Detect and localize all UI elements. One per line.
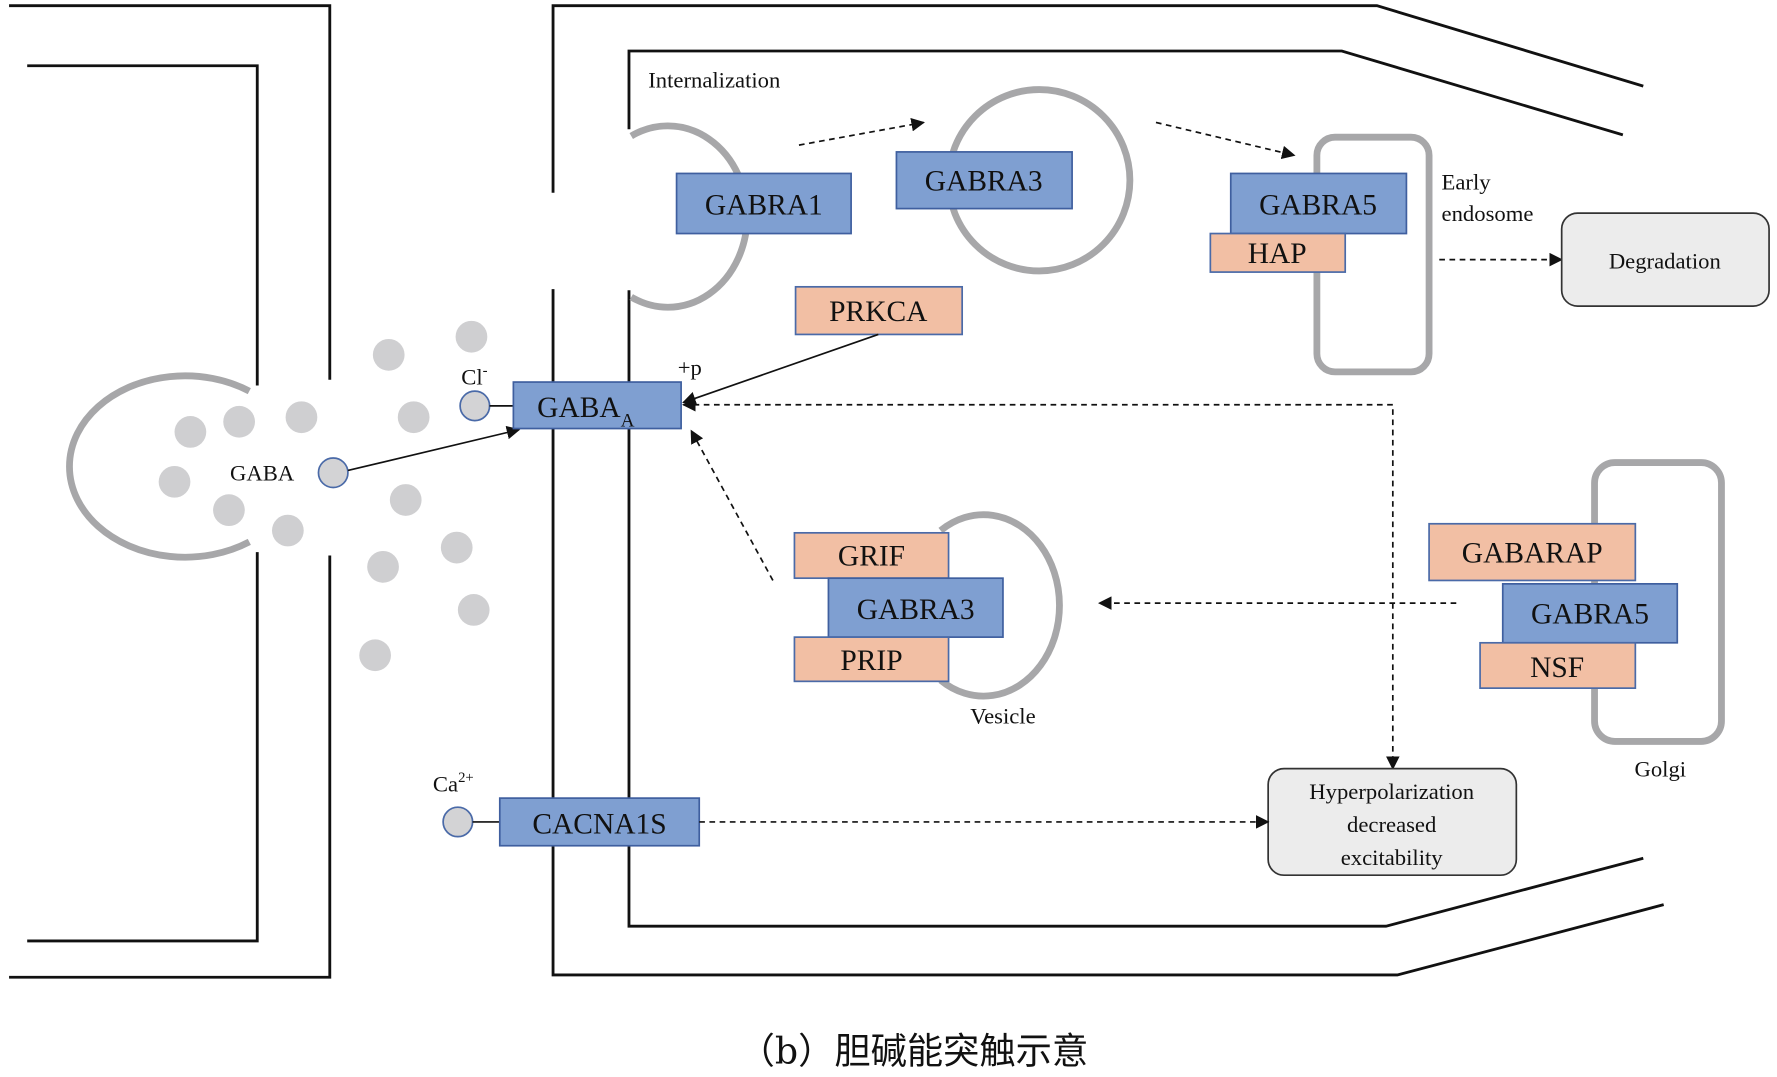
prkca-to-gabaa-arrow (682, 333, 879, 405)
presynaptic-outer-membrane-lower (9, 555, 332, 979)
gaba-dot (372, 338, 405, 371)
degradation-label: Degradation (1609, 249, 1721, 274)
vesicle-to-gabaa-arrow (690, 429, 774, 581)
cacna1s-label: CACNA1S (532, 808, 666, 840)
gabra5-endosome-node[interactable]: GABRA5 (1229, 172, 1408, 235)
gaba-label: GABA (230, 461, 295, 486)
vesicle-label: Vesicle (970, 703, 1035, 728)
gabra5-golgi-box (1501, 582, 1679, 644)
gaba-dot (285, 401, 318, 434)
gaba-dot (223, 405, 255, 438)
grif-label: GRIF (838, 541, 905, 573)
gabaa-receptor-box (512, 381, 682, 430)
hyperpolarization-label-3: excitability (1341, 845, 1444, 870)
prkca-label: PRKCA (829, 296, 928, 328)
presynaptic-cell (9, 4, 332, 979)
prip-label: PRIP (840, 645, 902, 677)
gaba-dot (455, 320, 488, 353)
prip-node[interactable]: PRIP (793, 636, 950, 683)
grif-box (793, 531, 950, 580)
chloride-label: Cl- (461, 363, 487, 389)
gabarap-node[interactable]: GABARAP (1428, 522, 1637, 582)
gaba-dot (367, 550, 399, 583)
presynaptic-inner-membrane (27, 64, 259, 386)
degradation-outcome[interactable]: Degradation (1560, 212, 1770, 307)
presynaptic-vesicle-membrane (66, 372, 251, 561)
gabra3-label: GABRA3 (925, 165, 1043, 197)
gabra5-endosome-box (1229, 172, 1408, 235)
gabaa-to-hyperpolarization-arrow (682, 397, 1400, 770)
postsynaptic-inner-membrane-bottom (627, 290, 1644, 928)
gaba-dot (359, 639, 391, 672)
gabra5-golgi-node[interactable]: GABRA5 (1501, 582, 1679, 644)
gabra1-label: GABRA1 (705, 189, 823, 221)
prkca-node[interactable]: PRKCA (794, 285, 964, 336)
figure-caption: （b）胆碱能突触示意 (739, 1029, 1089, 1072)
gaba-dot (397, 401, 430, 434)
gabra3-vesicle-box (827, 577, 1004, 638)
hap-node[interactable]: HAP (1209, 232, 1347, 273)
gabra1-to-gabra3-arrow (798, 117, 925, 146)
gaba-dot (174, 416, 207, 448)
gaba-dot (158, 465, 191, 498)
postsynaptic-outer-membrane-bottom (551, 289, 1665, 977)
gaba-dot (457, 594, 490, 626)
gaba-dot (440, 531, 473, 564)
nsf-box (1479, 641, 1637, 689)
phosphorylation-label: +p (678, 355, 702, 380)
gabra3-box (895, 151, 1073, 210)
cacna1s-node[interactable]: CACNA1S (498, 797, 701, 847)
hyperpolarization-outcome[interactable]: Hyperpolarization decreased excitability (1267, 767, 1518, 877)
gabarap-box (1428, 522, 1637, 582)
postsynaptic-inner-membrane-top (627, 49, 1624, 137)
gabra1-internalizing-node[interactable]: GABRA1 (675, 172, 852, 235)
early-endosome-label: Early (1442, 169, 1492, 194)
nsf-node[interactable]: NSF (1479, 641, 1637, 689)
transport-vesicle-membrane (938, 511, 1063, 700)
gabra1-box (675, 172, 852, 235)
calcium-ion-circle (442, 806, 474, 838)
gaba-dot (271, 514, 304, 547)
gabra3-vesicle-label: GABRA3 (857, 594, 975, 626)
early-endosome-label-2: endosome (1442, 201, 1534, 226)
gabaa-receptor-node[interactable]: GABAA (512, 381, 682, 431)
hap-box (1209, 232, 1347, 273)
gabra5-endosome-label: GABRA5 (1259, 189, 1377, 221)
prip-box (793, 636, 950, 683)
gabaa-receptor-label: GABAA (537, 392, 634, 431)
cacna1s-box (498, 797, 701, 847)
chloride-ion-circle (459, 390, 491, 422)
gaba-ligand-circle (317, 457, 349, 489)
internalization-label: Internalization (648, 67, 780, 92)
presynaptic-inner-membrane-lower (27, 552, 259, 943)
gaba-to-gabaa-arrow (347, 425, 521, 472)
postsynaptic-cell (551, 4, 1665, 977)
calcium-label: Ca2+ (433, 770, 474, 796)
nsf-label: NSF (1530, 652, 1584, 684)
hyperpolarization-label-2: decreased (1347, 812, 1437, 837)
gabra3-internalized-node[interactable]: GABRA3 (895, 151, 1073, 210)
presynaptic-outer-membrane (9, 4, 332, 380)
prkca-box (794, 285, 964, 336)
postsynaptic-outer-membrane-top (551, 4, 1644, 193)
degradation-box (1560, 212, 1770, 307)
hyperpolarization-label-1: Hyperpolarization (1309, 779, 1474, 804)
gabarap-label: GABARAP (1462, 537, 1603, 569)
gabra3-to-endosome-arrow (1155, 121, 1296, 160)
gaba-dot (213, 494, 245, 527)
gaba-neurotransmitter-dots (158, 320, 490, 672)
gabra5-golgi-label: GABRA5 (1531, 599, 1649, 631)
golgi-label: Golgi (1634, 757, 1686, 782)
gaba-dot (389, 484, 422, 516)
gabra3-vesicle-node[interactable]: GABRA3 (827, 577, 1004, 638)
grif-node[interactable]: GRIF (793, 531, 950, 580)
hap-label: HAP (1248, 238, 1307, 270)
